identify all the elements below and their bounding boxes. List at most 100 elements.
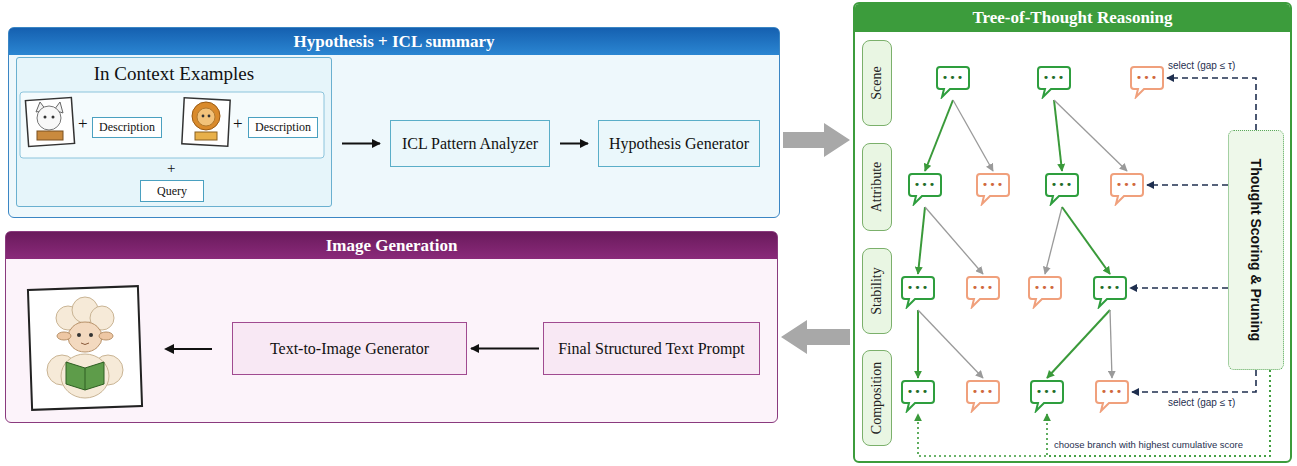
thought-bubble: •••: [975, 172, 1011, 206]
connector: [918, 310, 983, 378]
panel: Tree-of-Thought ReasoningSceneAttributeS…: [853, 2, 1292, 463]
lion-image: [182, 98, 230, 146]
panel-fill: [16, 57, 332, 207]
connector: [560, 143, 588, 145]
annotation: select (gap ≤ τ): [1166, 60, 1237, 71]
flow-arrow: [781, 320, 850, 354]
process-box: Final Structured Text Prompt: [543, 322, 760, 375]
examples-box: In Context ExamplesDescription Descriptio…: [16, 57, 332, 207]
panel-fill: [8, 27, 780, 218]
level-text: Attribute: [869, 162, 885, 213]
box-label: Text-to-Image Generator: [270, 340, 429, 358]
bubble-dots: •••: [1099, 282, 1121, 293]
connector: [918, 207, 925, 274]
sheep-image: [28, 286, 142, 410]
connector: [918, 370, 1270, 456]
bubble-dots: •••: [1116, 179, 1138, 190]
box-title: In Context Examples: [94, 63, 254, 85]
annotation: choose branch with highest cumulative sc…: [1052, 440, 1245, 450]
connector: [925, 100, 953, 171]
thought-bubble: •••: [965, 275, 1001, 309]
scoring-box: Thought Scoring & Pruning: [1228, 130, 1284, 370]
thought-bubble: •••: [1109, 172, 1145, 206]
panel-header: Tree-of-Thought Reasoning: [855, 4, 1290, 32]
panel-fill: [5, 231, 778, 423]
level-text: Stability: [869, 267, 885, 314]
connector: [342, 143, 380, 145]
connector: [925, 207, 983, 274]
level-label: Composition: [862, 350, 892, 446]
level-label: Stability: [862, 248, 892, 334]
bubble-dots: •••: [907, 282, 929, 293]
flow-arrow: [783, 123, 850, 157]
bubble-dots: •••: [914, 179, 936, 190]
bubble-dots: •••: [1036, 386, 1058, 397]
connector: [1147, 184, 1228, 186]
panel-title: Hypothesis + ICL summary: [294, 32, 495, 52]
box-label: Query: [157, 184, 187, 199]
bubble-dots: •••: [972, 386, 994, 397]
panel: Image GenerationFinal Structured Text Pr…: [5, 231, 778, 423]
connector: [953, 100, 993, 171]
plus-sign: +: [233, 115, 243, 134]
thought-bubble: •••: [1027, 275, 1063, 309]
connector: [1110, 310, 1112, 378]
thought-bubble: •••: [1092, 275, 1128, 309]
bubble-dots: •••: [1051, 179, 1073, 190]
box-label: ICL Pattern Analyzer: [402, 135, 538, 153]
box-label: Final Structured Text Prompt: [558, 340, 745, 358]
connector: [1047, 370, 1270, 456]
thought-bubble: •••: [907, 172, 943, 206]
connector: [1130, 287, 1228, 289]
level-text: Composition: [869, 362, 885, 434]
level-text: Scene: [869, 66, 885, 99]
thought-bubble: •••: [1094, 379, 1130, 413]
bubble-dots: •••: [1034, 282, 1056, 293]
connector: [1167, 78, 1256, 130]
annotation: select (gap ≤ τ): [1166, 397, 1237, 408]
connector: [1132, 370, 1256, 392]
bubble-dots: •••: [907, 386, 929, 397]
thought-bubble: •••: [900, 379, 936, 413]
box-label: Description: [99, 120, 155, 135]
bubble-dots: •••: [942, 72, 964, 83]
connector: [471, 348, 539, 350]
plus-sign: +: [167, 160, 175, 177]
thought-bubble: •••: [1129, 65, 1165, 99]
thought-bubble: •••: [965, 379, 1001, 413]
box-label: Hypothesis Generator: [609, 135, 749, 153]
output-arrow: [164, 344, 212, 354]
panel-header: Image Generation: [6, 232, 777, 259]
level-label: Scene: [862, 40, 892, 126]
bubble-dots: •••: [1136, 72, 1158, 83]
examples-frame: [20, 92, 324, 158]
panel-title: Image Generation: [326, 236, 458, 256]
bubble-dots: •••: [1101, 386, 1123, 397]
panel-header: Hypothesis + ICL summary: [9, 28, 779, 55]
process-box: Query: [140, 180, 204, 202]
thought-bubble: •••: [1036, 65, 1072, 99]
bubble-dots: •••: [972, 282, 994, 293]
connector: [1054, 100, 1127, 171]
connector: [1047, 310, 1110, 378]
connector: [1045, 207, 1062, 274]
connector: [1062, 207, 1110, 274]
thought-bubble: •••: [1029, 379, 1065, 413]
level-label: Attribute: [862, 143, 892, 231]
process-box: Hypothesis Generator: [598, 120, 760, 167]
scoring-text: Thought Scoring & Pruning: [1248, 159, 1264, 342]
bubble-dots: •••: [982, 179, 1004, 190]
connector: [1054, 100, 1062, 171]
process-box: ICL Pattern Analyzer: [390, 120, 550, 167]
process-box: Description: [248, 117, 318, 138]
thought-bubble: •••: [900, 275, 936, 309]
process-box: Description: [92, 117, 162, 138]
panel: Hypothesis + ICL summary In Context Examp…: [8, 27, 780, 218]
thought-bubble: •••: [1044, 172, 1080, 206]
plus-sign: +: [78, 115, 88, 134]
process-box: Text-to-Image Generator: [232, 322, 467, 375]
connector: [917, 310, 919, 378]
panel-title: Tree-of-Thought Reasoning: [972, 8, 1172, 28]
cat-image: [25, 97, 74, 146]
